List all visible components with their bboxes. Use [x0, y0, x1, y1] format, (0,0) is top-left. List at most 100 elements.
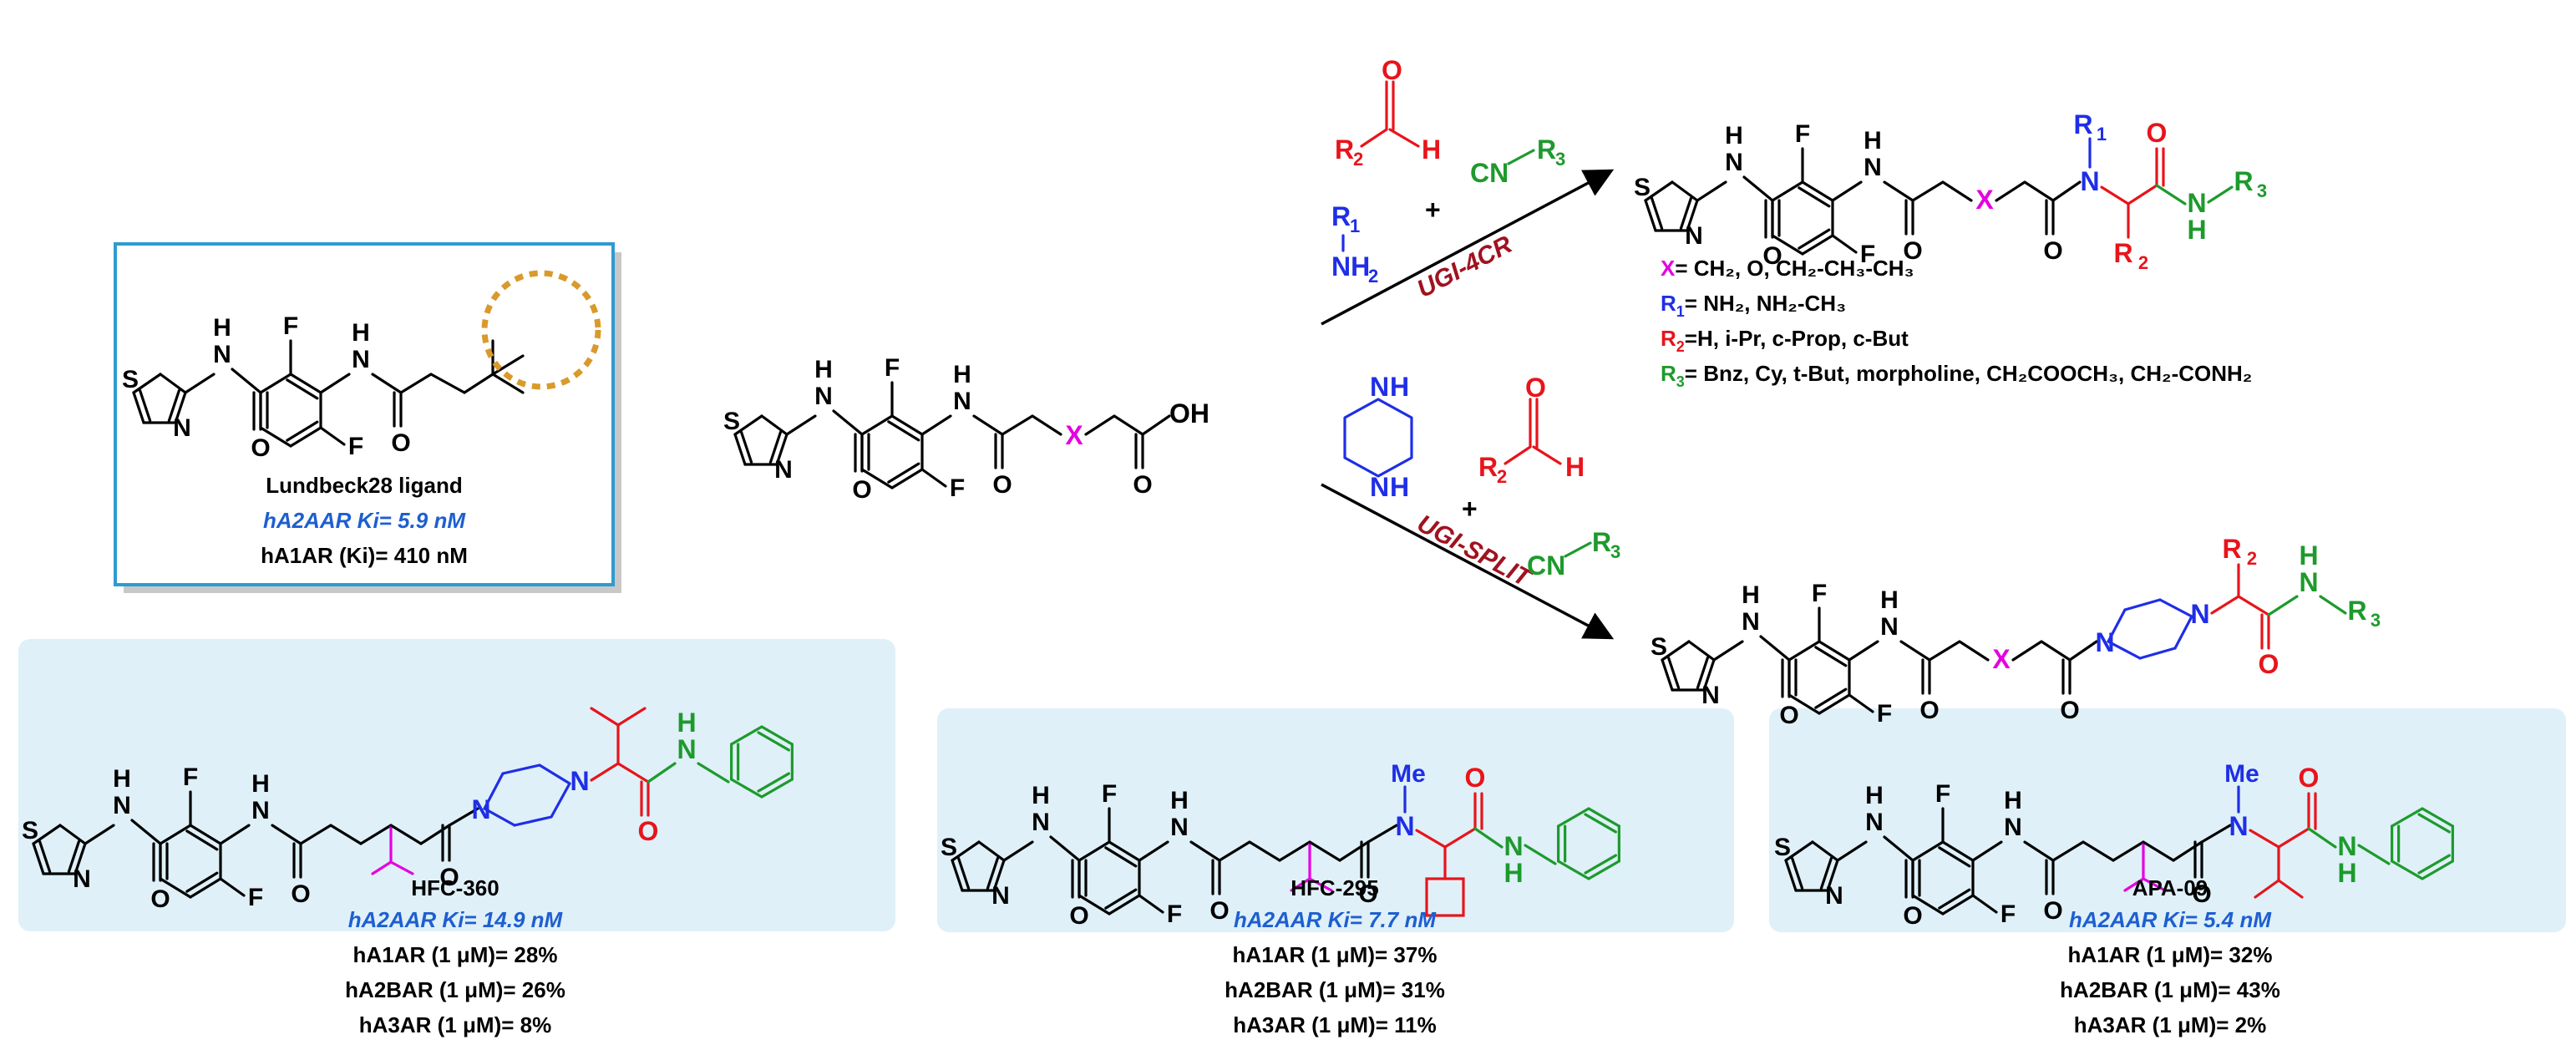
bond [1248, 840, 1281, 862]
bond [2249, 829, 2280, 849]
atom-label: 3 [2371, 610, 2381, 631]
bond [371, 860, 393, 875]
legend-r3: R3= Bnz, Cy, t-But, morpholine, CH₂COOCH… [1661, 361, 2252, 390]
bond [2138, 647, 2177, 660]
bond [1113, 414, 1144, 436]
bond [1671, 180, 1699, 202]
bond [697, 762, 730, 784]
ugi4cr-arrow [1321, 169, 1615, 326]
double-bond [887, 462, 920, 484]
double-bond [1650, 196, 1664, 231]
atom-label: H [1742, 581, 1760, 609]
bond [1801, 180, 1834, 202]
atom-label: O [1465, 763, 1486, 793]
atom-label: O [1069, 902, 1088, 930]
svg-text:2: 2 [1368, 266, 1378, 287]
bond [389, 824, 423, 845]
atom-label: N [677, 734, 696, 764]
bond [1836, 840, 1868, 862]
apa09-a2a-ki: hA2AAR Ki= 5.4 nM [2069, 907, 2272, 932]
apa09-a1: hA1AR (1 μM)= 32% [2068, 942, 2273, 967]
atom-label: F [1812, 580, 1827, 607]
panel-hfc360 [18, 639, 895, 931]
bond [2155, 184, 2187, 205]
atom-label: N [2004, 814, 2022, 841]
svg-text:2: 2 [1497, 466, 1507, 487]
bond [132, 373, 162, 394]
svg-text:O: O [1382, 55, 1402, 85]
bond [1883, 180, 1914, 202]
hfc295-a2a-ki: hA2AAR Ki= 7.7 nM [1234, 907, 1437, 932]
bond [1883, 835, 1914, 862]
bond [2082, 840, 2115, 862]
atom-label: N [213, 341, 231, 368]
apa09-a2b: hA2BAR (1 μM)= 43% [2060, 977, 2280, 1002]
bond [860, 414, 894, 436]
atom-label: H [1170, 787, 1189, 814]
bond [1031, 414, 1062, 436]
bond [1290, 877, 1311, 892]
bond [1644, 180, 1674, 202]
atom-label: O [1133, 471, 1152, 499]
svg-text:R: R [1335, 134, 1354, 165]
atom-label: H [113, 765, 131, 793]
atom-label: N [2080, 166, 2099, 196]
bond [159, 877, 192, 899]
bond [299, 824, 332, 845]
bond [2319, 595, 2347, 615]
bond [1644, 199, 1657, 232]
double-bond [1819, 856, 1833, 890]
atom-label: N [2095, 627, 2114, 657]
bond [1784, 859, 1798, 892]
atom-label: H [953, 361, 971, 388]
bond [972, 414, 1004, 436]
atom-label: N [73, 865, 91, 893]
bond [1108, 840, 1141, 862]
atom-label: O [2299, 763, 2320, 793]
atom-label: R [2222, 534, 2241, 564]
bond [2277, 827, 2310, 849]
double-bond [757, 731, 790, 752]
bond [2011, 640, 2043, 662]
bond [448, 807, 479, 827]
hfc360-a2a-ki: hA2AAR Ki= 14.9 nM [348, 907, 564, 932]
bond [189, 877, 222, 899]
bond [616, 707, 647, 727]
bond [1308, 877, 1333, 892]
atom-label: H [1864, 127, 1882, 155]
atom-label: O [1209, 897, 1229, 925]
double-bond [1798, 228, 1831, 250]
atom-label: H [814, 356, 833, 383]
bond [2158, 598, 2193, 618]
double-bond [1814, 687, 1848, 709]
double-bond [768, 430, 783, 464]
bond [1995, 180, 2026, 202]
amine-reagent-upper: R 1 NH 2 [1331, 201, 1378, 287]
atom-label: O [1903, 902, 1922, 930]
bond [259, 373, 292, 394]
atom-label: F [1935, 780, 1950, 808]
bond [1108, 894, 1141, 916]
hfc360-a1: hA1AR (1 μM)= 28% [353, 942, 558, 967]
bond [371, 373, 403, 394]
atom-label: 2 [2138, 252, 2148, 273]
double-bond [2417, 813, 2451, 834]
atom-label: S [1774, 834, 1791, 861]
atom-label: H [2299, 540, 2318, 571]
bond [2237, 595, 2270, 616]
bond [730, 725, 763, 746]
atom-label: O [291, 880, 310, 908]
atom-label: H [2187, 215, 2206, 245]
hfc295-name: HFC-295 [1291, 875, 1378, 900]
bond [1941, 180, 1973, 202]
bond [2112, 840, 2145, 862]
atom-label: N [2229, 811, 2248, 841]
cyclobutyl-ring [1425, 877, 1465, 917]
isocyanide-reagent-lower: CN R 3 [1527, 527, 1620, 581]
double-bond [1666, 656, 1681, 690]
atom-label: O [2043, 897, 2062, 925]
bond [2107, 640, 2142, 660]
bond [760, 414, 789, 436]
